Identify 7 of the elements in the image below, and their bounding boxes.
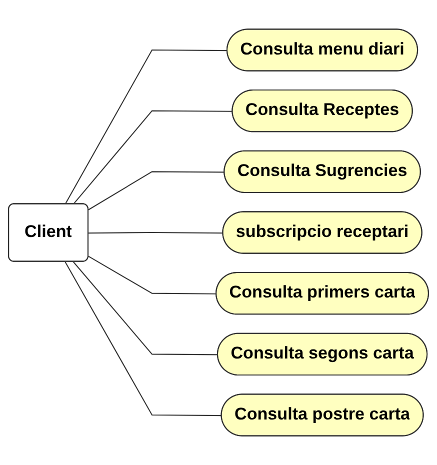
connector: [88, 232, 224, 234]
connector: [72, 262, 218, 356]
connector: [88, 256, 217, 294]
connector: [64, 262, 222, 416]
connector: [64, 49, 228, 204]
connector: [72, 110, 233, 205]
connector: [88, 171, 225, 210]
